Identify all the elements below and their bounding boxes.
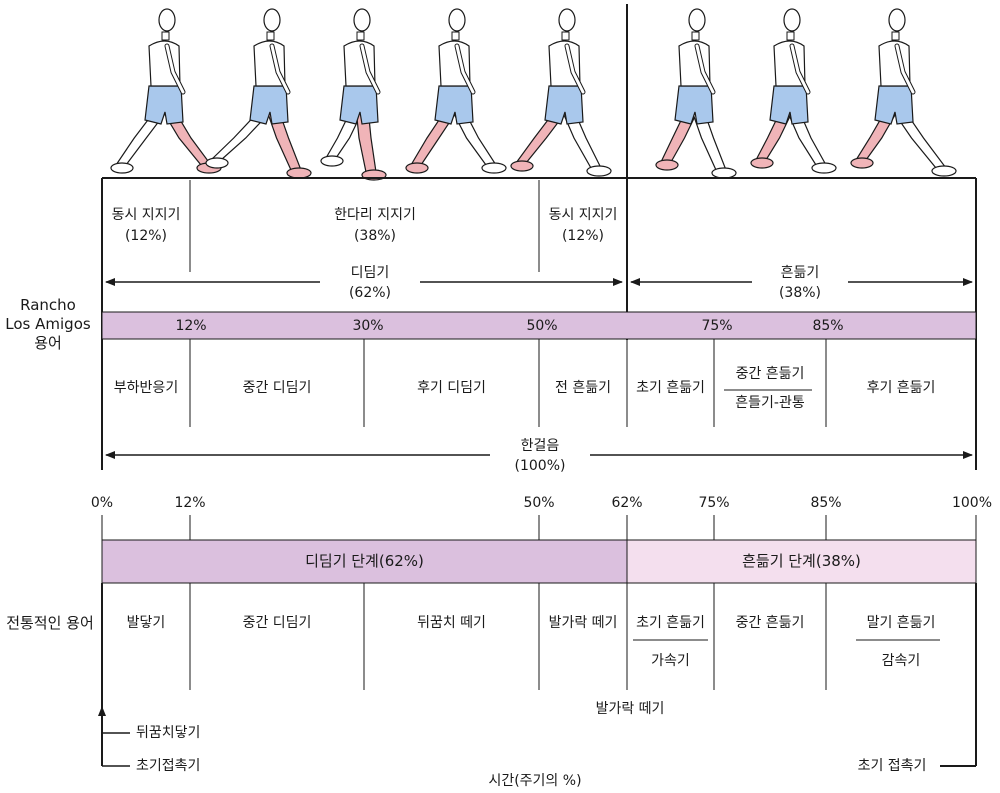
arm xyxy=(790,44,810,94)
trad-heel-off: 뒤꿈치 떼기 xyxy=(417,615,486,631)
trad-terminal-swing-bottom: 감속기 xyxy=(881,653,921,669)
foot xyxy=(110,162,134,174)
walker-figure xyxy=(850,8,957,177)
phase-loading-response: 부하반응기 xyxy=(113,380,179,396)
trad-toe-off: 발가락 떼기 xyxy=(548,615,618,631)
stance-phase-bar-label: 디딤기 단계(62%) xyxy=(305,552,424,570)
shorts xyxy=(144,85,184,125)
foot xyxy=(286,167,312,179)
arm xyxy=(455,44,475,94)
foot xyxy=(711,167,737,179)
trad-heel-strike: 발닿기 xyxy=(126,615,166,631)
phase-terminal-swing: 후기 흔듦기 xyxy=(866,380,936,396)
arm xyxy=(270,44,290,94)
band-tick-75: 75% xyxy=(701,318,733,334)
head xyxy=(688,8,706,32)
walker-figure xyxy=(655,8,737,179)
swing-phase-bar xyxy=(626,539,977,584)
foot xyxy=(481,162,507,174)
foot xyxy=(850,157,874,169)
foot xyxy=(320,155,344,167)
trad-midstance: 중간 디딤기 xyxy=(242,615,312,631)
head xyxy=(448,8,466,32)
double-support-left-label: 동시 지지기 (12%) xyxy=(111,207,181,244)
stride-label: 한걸음 (100%) xyxy=(490,436,590,476)
walker-figure xyxy=(205,8,312,179)
swing-label: 흔듦기 (38%) xyxy=(752,263,848,303)
head xyxy=(353,8,371,32)
foot xyxy=(205,157,229,169)
toe-off-callout: 발가락 떼기 xyxy=(595,701,665,717)
trad-terminal-swing-top: 말기 흔듦기 xyxy=(866,615,936,631)
arm xyxy=(565,44,585,94)
band-tick-85: 85% xyxy=(812,318,844,334)
phase-initial-swing: 초기 흔듦기 xyxy=(636,380,705,396)
axis-tick-label-85: 85% xyxy=(810,495,842,511)
head xyxy=(263,8,281,32)
axis-tick-label-100: 100% xyxy=(951,495,993,511)
band-tick-50: 50% xyxy=(526,318,558,334)
foot xyxy=(811,162,837,174)
trad-initial-swing-bottom: 가속기 xyxy=(651,653,690,669)
head xyxy=(158,8,176,32)
heel-contact-label: 뒤꿈치닿기 xyxy=(136,725,201,741)
band-tick-30: 30% xyxy=(352,318,384,334)
walker-figure xyxy=(750,8,837,174)
foot xyxy=(586,165,612,177)
shorts xyxy=(434,85,474,125)
traditional-side-label: 전통적인 용어 xyxy=(6,614,94,632)
foot xyxy=(750,157,774,169)
initial-contact-left-label: 초기접촉기 xyxy=(136,758,201,774)
phase-midstance: 중간 디딤기 xyxy=(242,380,312,396)
head xyxy=(888,8,906,32)
phase-mid-swing-top: 중간 흔듦기 xyxy=(735,366,805,382)
single-support-label: 한다리 지지기 (38%) xyxy=(334,207,416,244)
axis-tick-label-75: 75% xyxy=(698,495,730,511)
stance-phase-bar xyxy=(101,539,628,584)
foot xyxy=(655,159,679,171)
walker-figure xyxy=(320,8,387,181)
shorts xyxy=(544,85,584,125)
walker-figure xyxy=(405,8,507,174)
time-axis-label: 시간(주기의 %) xyxy=(488,773,582,789)
trad-initial-swing-top: 초기 흔듦기 xyxy=(636,615,705,631)
walking-figures xyxy=(110,8,957,181)
arm xyxy=(165,44,185,94)
axis-tick-label-0: 0% xyxy=(90,495,114,511)
phase-preswing: 전 흔듦기 xyxy=(555,380,611,396)
head xyxy=(783,8,801,32)
arm xyxy=(695,44,715,94)
arm xyxy=(895,44,915,94)
axis-tick-label-12: 12% xyxy=(174,495,206,511)
axis-tick-label-50: 50% xyxy=(523,495,555,511)
initial-contact-right-label: 초기 접촉기 xyxy=(857,758,927,774)
rancho-side-label: Rancho Los Amigos 용어 xyxy=(5,296,91,352)
swing-phase-bar-label: 흔듦기 단계(38%) xyxy=(742,552,861,570)
walker-figure xyxy=(510,8,612,177)
stance-label: 디딤기 (62%) xyxy=(320,263,420,303)
phase-mid-swing-bottom: 흔들기-관통 xyxy=(735,395,805,411)
trad-mid-swing: 중간 흔듦기 xyxy=(735,615,805,631)
walker-figure xyxy=(110,8,222,174)
foot xyxy=(405,162,429,174)
foot xyxy=(931,165,957,177)
phase-terminal-stance: 후기 디딤기 xyxy=(417,380,486,396)
head xyxy=(558,8,576,32)
double-support-right-label: 동시 지지기 (12%) xyxy=(548,207,618,244)
shorts xyxy=(874,85,914,125)
axis-tick-label-62: 62% xyxy=(611,495,643,511)
band-tick-12: 12% xyxy=(175,318,207,334)
foot xyxy=(510,160,534,172)
arm xyxy=(360,44,380,94)
